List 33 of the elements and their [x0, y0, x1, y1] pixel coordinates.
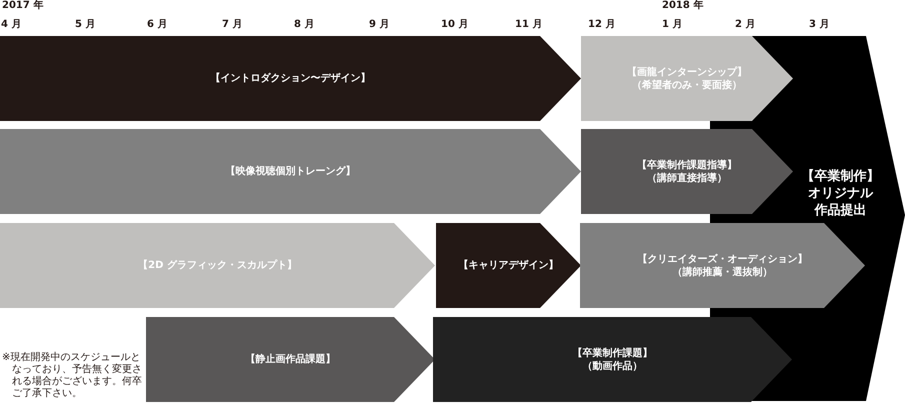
month-label: 1 月 [662, 19, 682, 31]
phase-band [0, 36, 581, 121]
month-label: 12 月 [588, 19, 616, 31]
phase-band [433, 317, 792, 402]
month-label: 8 月 [294, 19, 314, 31]
month-label: 7 月 [222, 19, 242, 31]
phase-subtitle: （講師推薦・選抜制） [672, 266, 772, 278]
phase-title: 【卒業制作課題】 [572, 346, 652, 360]
month-label: 9 月 [369, 19, 390, 31]
month-label: 4 月 [1, 19, 22, 31]
year-label: 2017 年 [2, 0, 44, 12]
phase-band [436, 223, 581, 308]
phase-title: 【イントロダクション〜デザイン】 [210, 72, 370, 85]
phase-title: 【静止画作品課題】 [246, 353, 336, 366]
phase-title: 【キャリアデザイン】 [458, 259, 558, 272]
footnote: ※現在開発中のスケジュールとなっており、予告無く変更される場合がございます。何卒ご了承下さい。 [2, 352, 142, 400]
final-description: オリジナル作品提出 [806, 185, 874, 219]
phase-band [0, 129, 581, 214]
phase-title: 【2D グラフィック・スカルプト】 [138, 259, 297, 272]
month-label: 10 月 [441, 19, 468, 31]
phase-title: 【クリエイターズ・オーディション】 [638, 252, 808, 266]
month-label: 5 月 [75, 19, 96, 31]
phase-band [146, 317, 435, 402]
phase-title: 【映像視聴個別トレーング】 [226, 165, 356, 178]
phase-subtitle: （動画作品） [582, 360, 642, 372]
month-label: 2 月 [735, 19, 756, 31]
phase-band [580, 223, 865, 308]
final-title: 【卒業制作】 [802, 168, 880, 185]
year-label: 2018 年 [662, 0, 704, 12]
month-label: 6 月 [147, 19, 168, 31]
month-label: 11 月 [515, 19, 542, 31]
phase-band [0, 223, 435, 308]
month-label: 3 月 [809, 19, 830, 31]
